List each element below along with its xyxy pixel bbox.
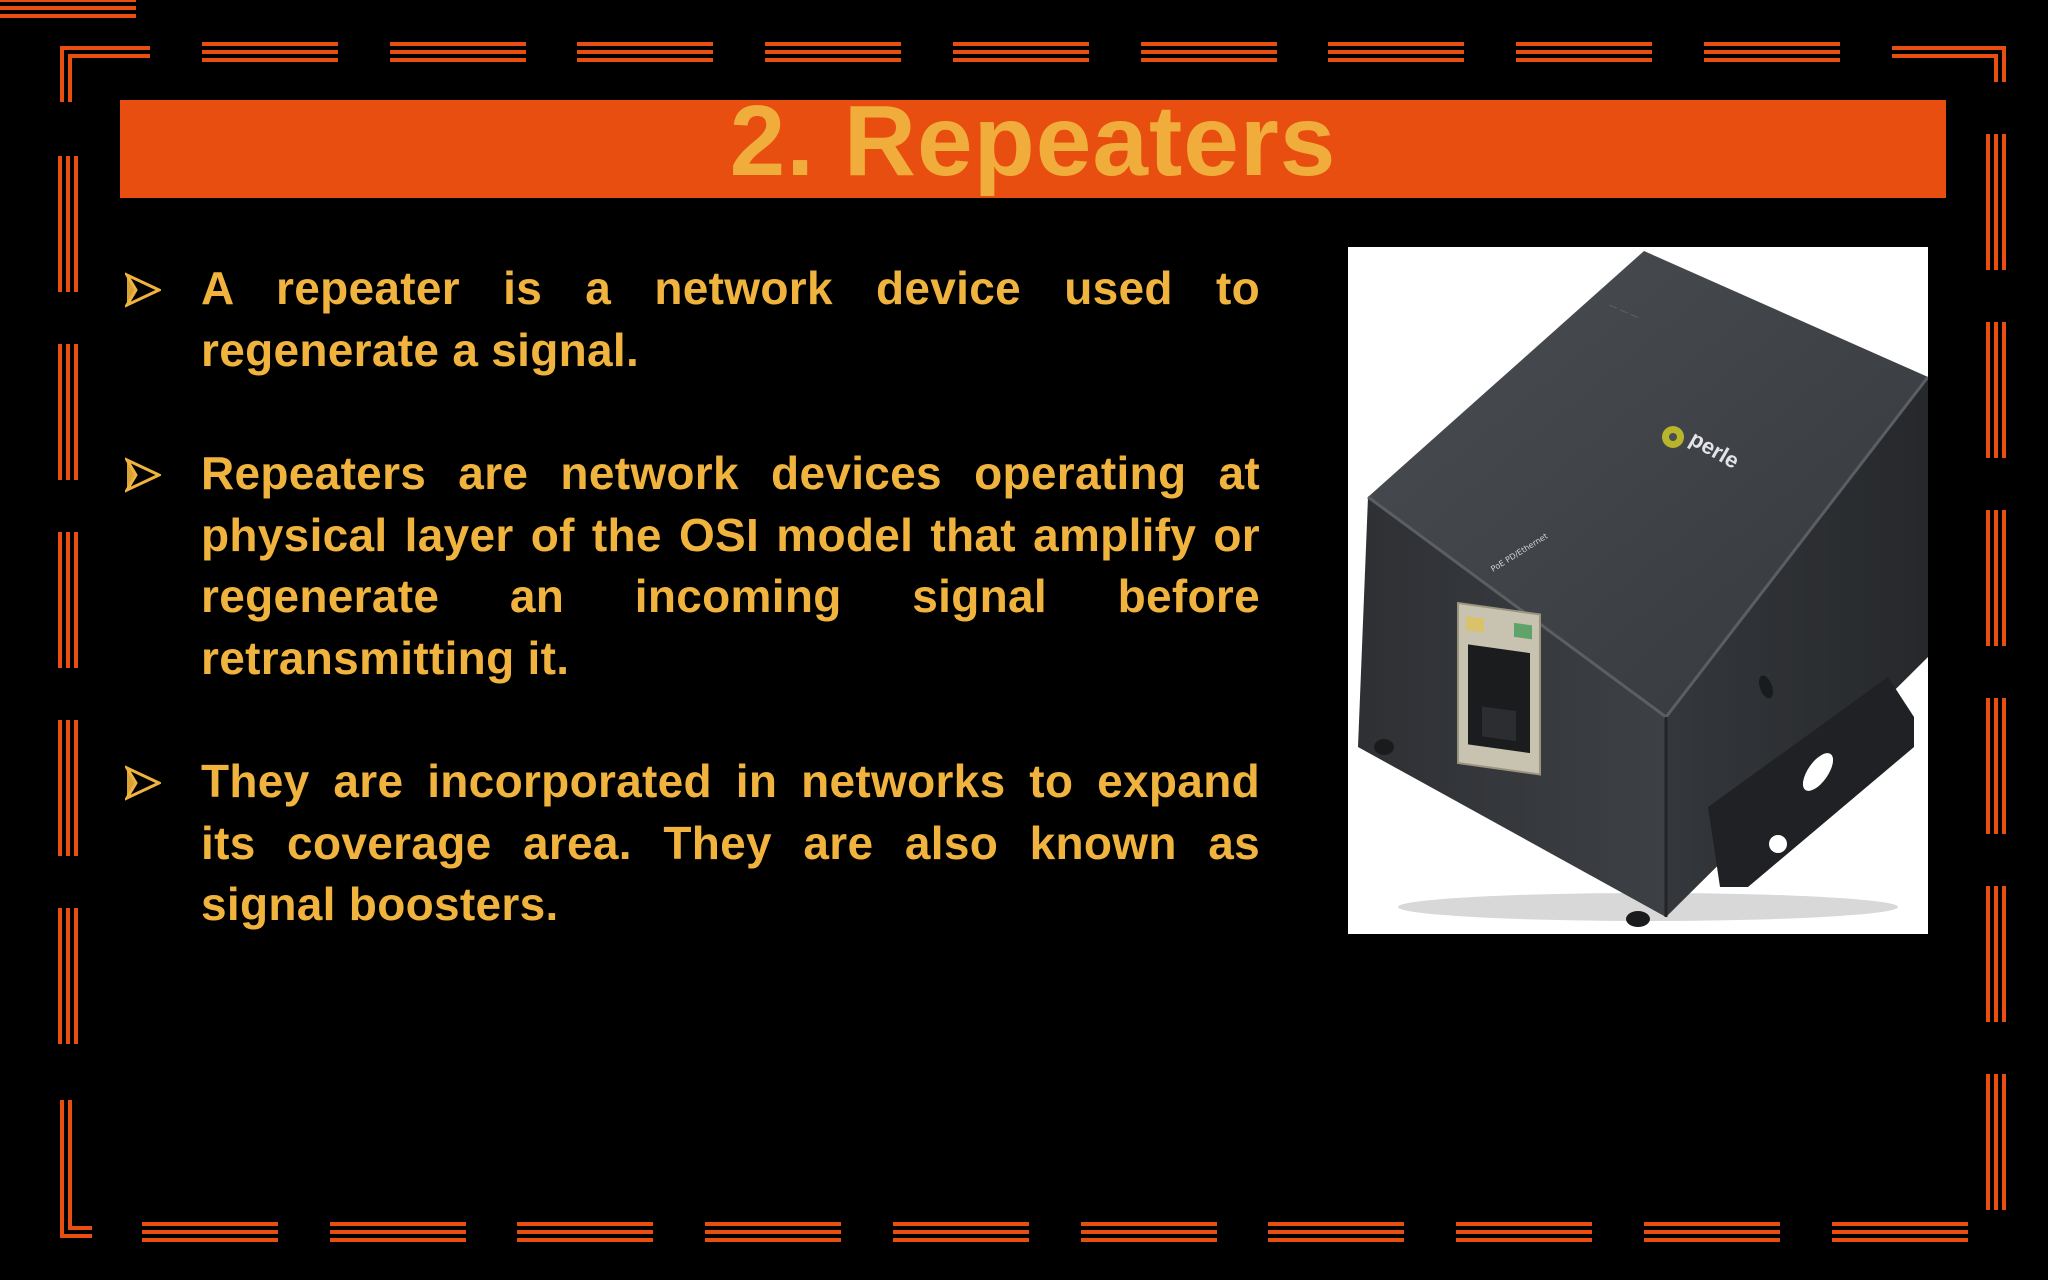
bullet-list: A repeater is a network device used to r… [125,258,1260,998]
slide-title: 2. Repeaters [729,85,1337,197]
title-banner: 2. Repeaters [120,85,1946,198]
arrowhead-bullet-icon [125,272,161,308]
bullet-text: They are incorporated in networks to exp… [201,755,1260,930]
list-item: They are incorporated in networks to exp… [125,751,1260,936]
list-item: A repeater is a network device used to r… [125,258,1260,381]
list-item: Repeaters are network devices operating … [125,443,1260,689]
repeater-device-image: PoE PD/Ethernet — — — perle [1348,247,1928,934]
arrowhead-bullet-icon [125,765,161,801]
bullet-text: Repeaters are network devices operating … [201,447,1260,684]
arrowhead-bullet-icon [125,457,161,493]
repeater-device-illustration: PoE PD/Ethernet — — — perle [1358,251,1928,927]
bullet-text: A repeater is a network device used to r… [201,262,1260,376]
